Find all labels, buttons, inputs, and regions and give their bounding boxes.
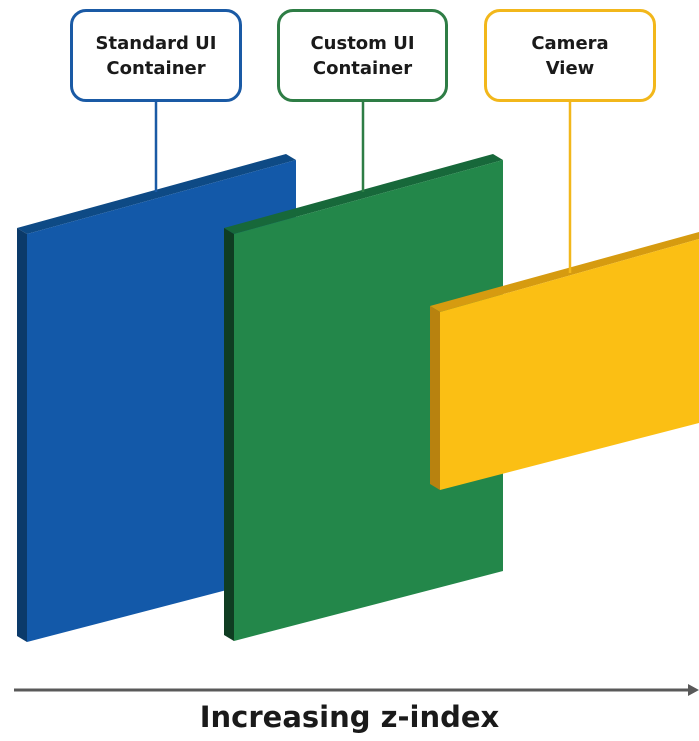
camera-panel-top-edge	[430, 232, 699, 312]
z-index-axis	[14, 684, 699, 696]
custom-panel-face	[234, 160, 503, 641]
camera-panel-face	[440, 239, 699, 490]
custom-panel-top-edge	[224, 154, 503, 234]
axis-label: Increasing z-index	[199, 700, 500, 734]
camera-callout-line2: View	[545, 57, 595, 79]
standard-ui-container-callout: Standard UI Container	[70, 9, 242, 102]
custom-callout-line2: Container	[312, 57, 413, 79]
camera-panel-side-edge	[430, 306, 440, 490]
standard-callout-line2: Container	[106, 57, 206, 79]
custom-ui-container-callout: Custom UI Container	[277, 9, 448, 102]
camera-callout-line1: Camera	[531, 32, 609, 54]
standard-callout-line1: Standard UI	[95, 32, 217, 54]
custom-callout-line1: Custom UI	[310, 32, 415, 54]
camera-view-panel	[430, 232, 699, 490]
camera-view-callout: Camera View	[484, 9, 656, 102]
z-index-axis-arrowhead	[688, 684, 699, 696]
custom-panel-side-edge	[224, 228, 234, 641]
custom-ui-container-panel	[224, 154, 503, 641]
standard-panel-side-edge	[17, 228, 27, 642]
standard-panel-top-edge	[17, 154, 296, 234]
